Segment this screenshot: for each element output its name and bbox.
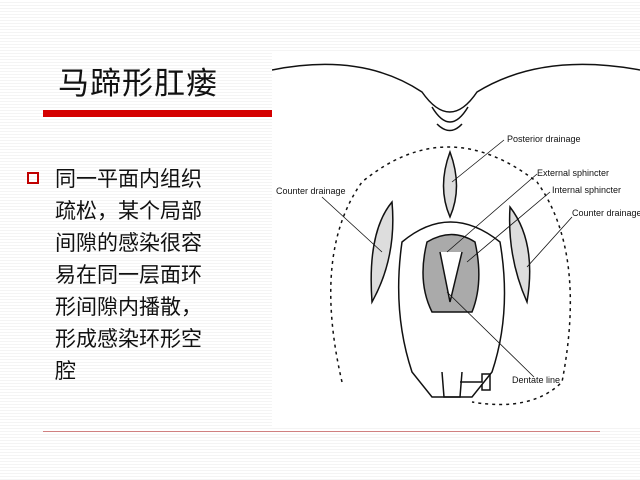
right-abscess: [508, 204, 531, 305]
text-line: 形间隙内播散，: [55, 295, 202, 319]
slide-title: 马蹄形肛瘘: [58, 66, 218, 102]
anatomy-figure: Posterior drainage External sphincter In…: [271, 52, 640, 428]
bullet-text: 同一平面内组织 疏松，某个局部 间隙的感染很容 易在同一层面环 形间隙内播散， …: [55, 163, 255, 387]
label-posterior-drainage: Posterior drainage: [507, 134, 581, 144]
label-internal-sphincter: Internal sphincter: [552, 185, 622, 195]
bullet-icon: [27, 172, 39, 184]
label-dentate-line: Dentate line: [512, 375, 561, 385]
title-underline: [43, 110, 273, 117]
text-line: 形成感染环形空: [55, 327, 202, 351]
rectum-outer: [397, 221, 506, 398]
footer-divider: [43, 431, 600, 432]
probe: [441, 371, 491, 398]
text-line: 同一平面内组织: [55, 167, 202, 191]
text-line: 疏松，某个局部: [55, 199, 202, 223]
anal-canal: [439, 251, 463, 303]
text-line: 间隙的感染很容: [55, 231, 202, 255]
dashed-tract: [330, 146, 572, 406]
coccyx: [431, 106, 469, 132]
label-counter-drainage-left: Counter drainage: [276, 186, 346, 196]
label-counter-drainage-right: Counter drainage o: [572, 208, 640, 218]
posterior-abscess: [442, 149, 458, 219]
label-external-sphincter: External sphincter: [537, 168, 610, 178]
text-line: 腔: [55, 359, 76, 383]
buttocks-outline: [271, 63, 640, 113]
text-line: 易在同一层面环: [55, 263, 202, 287]
